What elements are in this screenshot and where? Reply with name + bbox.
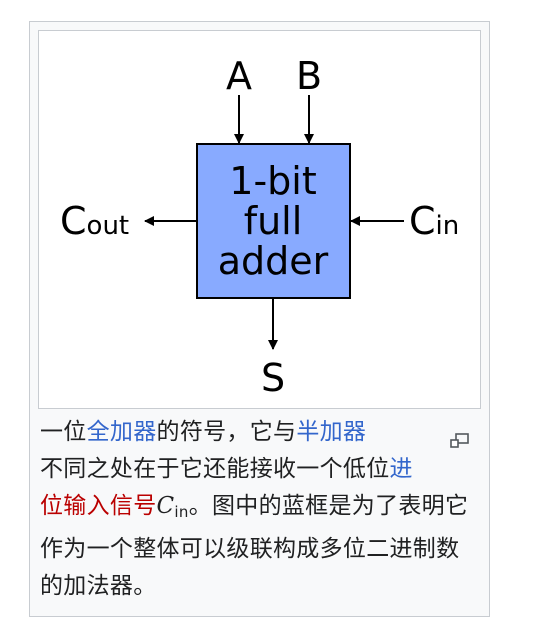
block-label-line1: 1-bit	[229, 159, 316, 203]
figure-caption: 一位全加器的符号，它与半加器 不同之处在于它还能接收一个低位进 位输入信号Cin…	[40, 414, 470, 605]
diagram-image[interactable]: 1-bit full adder A B S Cout Cin	[38, 30, 481, 409]
input-b-label: B	[296, 54, 322, 98]
output-s-label: S	[261, 356, 285, 400]
carry-out-label: Cout	[60, 199, 129, 243]
magnify-clip-icon[interactable]	[450, 424, 470, 448]
full-adder-link[interactable]: 全加器	[86, 419, 157, 445]
carry-input-signal-link[interactable]: 位输入信号	[40, 493, 157, 519]
half-adder-link[interactable]: 半加器	[296, 419, 367, 445]
carry-in-label: Cin	[409, 199, 459, 243]
figure-thumbnail: 1-bit full adder A B S Cout Cin	[29, 21, 490, 617]
cin-symbol: Cin	[156, 493, 189, 521]
block-label-line2: full	[244, 199, 303, 243]
caption-text-4: 。图中的蓝框是为了表明它作为一个整体可以级联构成多位二进制数的加法器。	[40, 493, 469, 599]
adder-block	[196, 143, 351, 299]
caption-text-3: 不同之处在于它还能接收一个低位	[40, 456, 390, 482]
input-a-label: A	[226, 54, 252, 98]
carry-link[interactable]: 进	[389, 456, 413, 482]
block-label-line3: adder	[218, 239, 329, 283]
full-adder-diagram: 1-bit full adder A B S Cout Cin	[60, 54, 459, 400]
caption-text-1: 一位	[40, 419, 87, 445]
caption-text-2: 的符号，它与	[156, 419, 297, 445]
